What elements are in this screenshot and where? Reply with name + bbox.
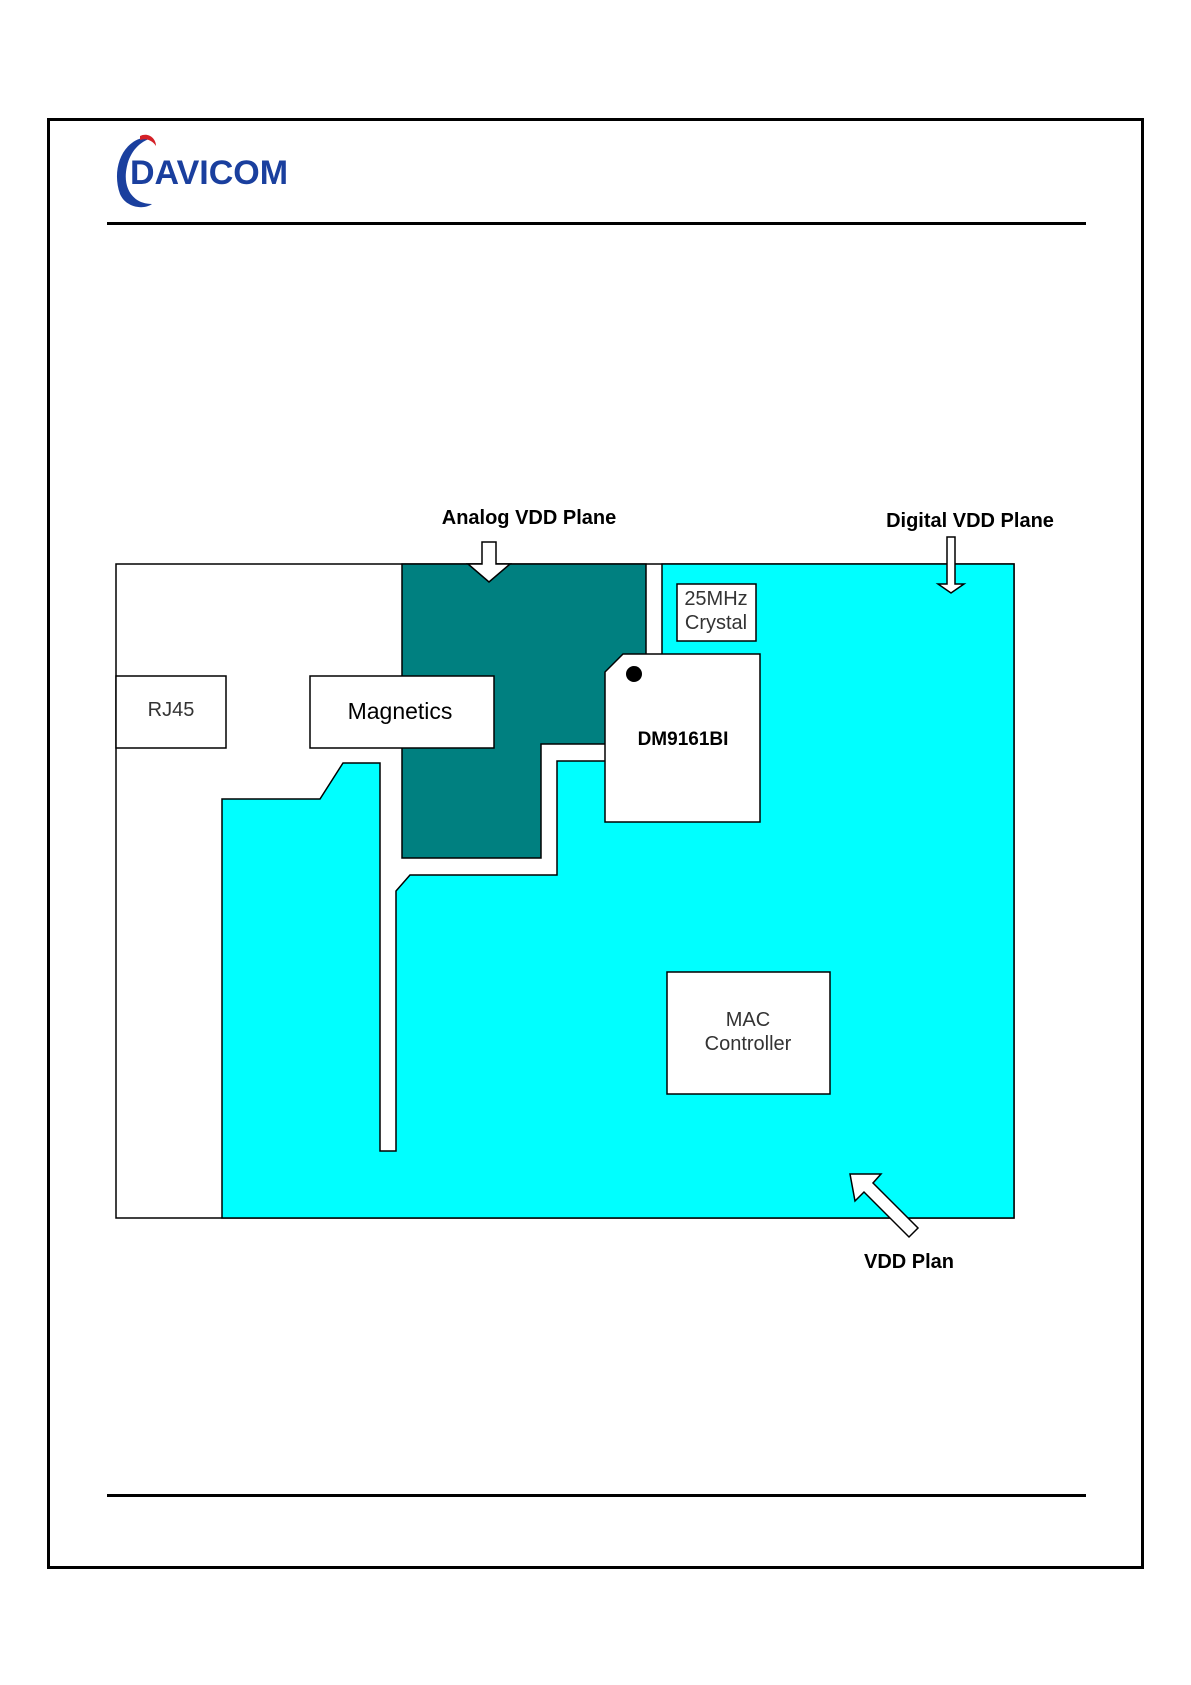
- magnetics-label: Magnetics: [348, 698, 453, 724]
- mac-label-line1: MAC: [726, 1009, 770, 1031]
- vdd-plan-label: VDD Plan: [864, 1251, 954, 1273]
- digital-vdd-plane-label: Digital VDD Plane: [886, 510, 1054, 532]
- crystal-label-line2: Crystal: [685, 612, 747, 634]
- pin1-dot: [626, 666, 642, 682]
- rj45-label: RJ45: [148, 699, 195, 721]
- crystal-label-line1: 25MHz: [684, 588, 747, 610]
- chip-label: DM9161BI: [638, 729, 729, 750]
- analog-vdd-plane-label: Analog VDD Plane: [442, 507, 616, 529]
- mac-label-line2: Controller: [705, 1033, 792, 1055]
